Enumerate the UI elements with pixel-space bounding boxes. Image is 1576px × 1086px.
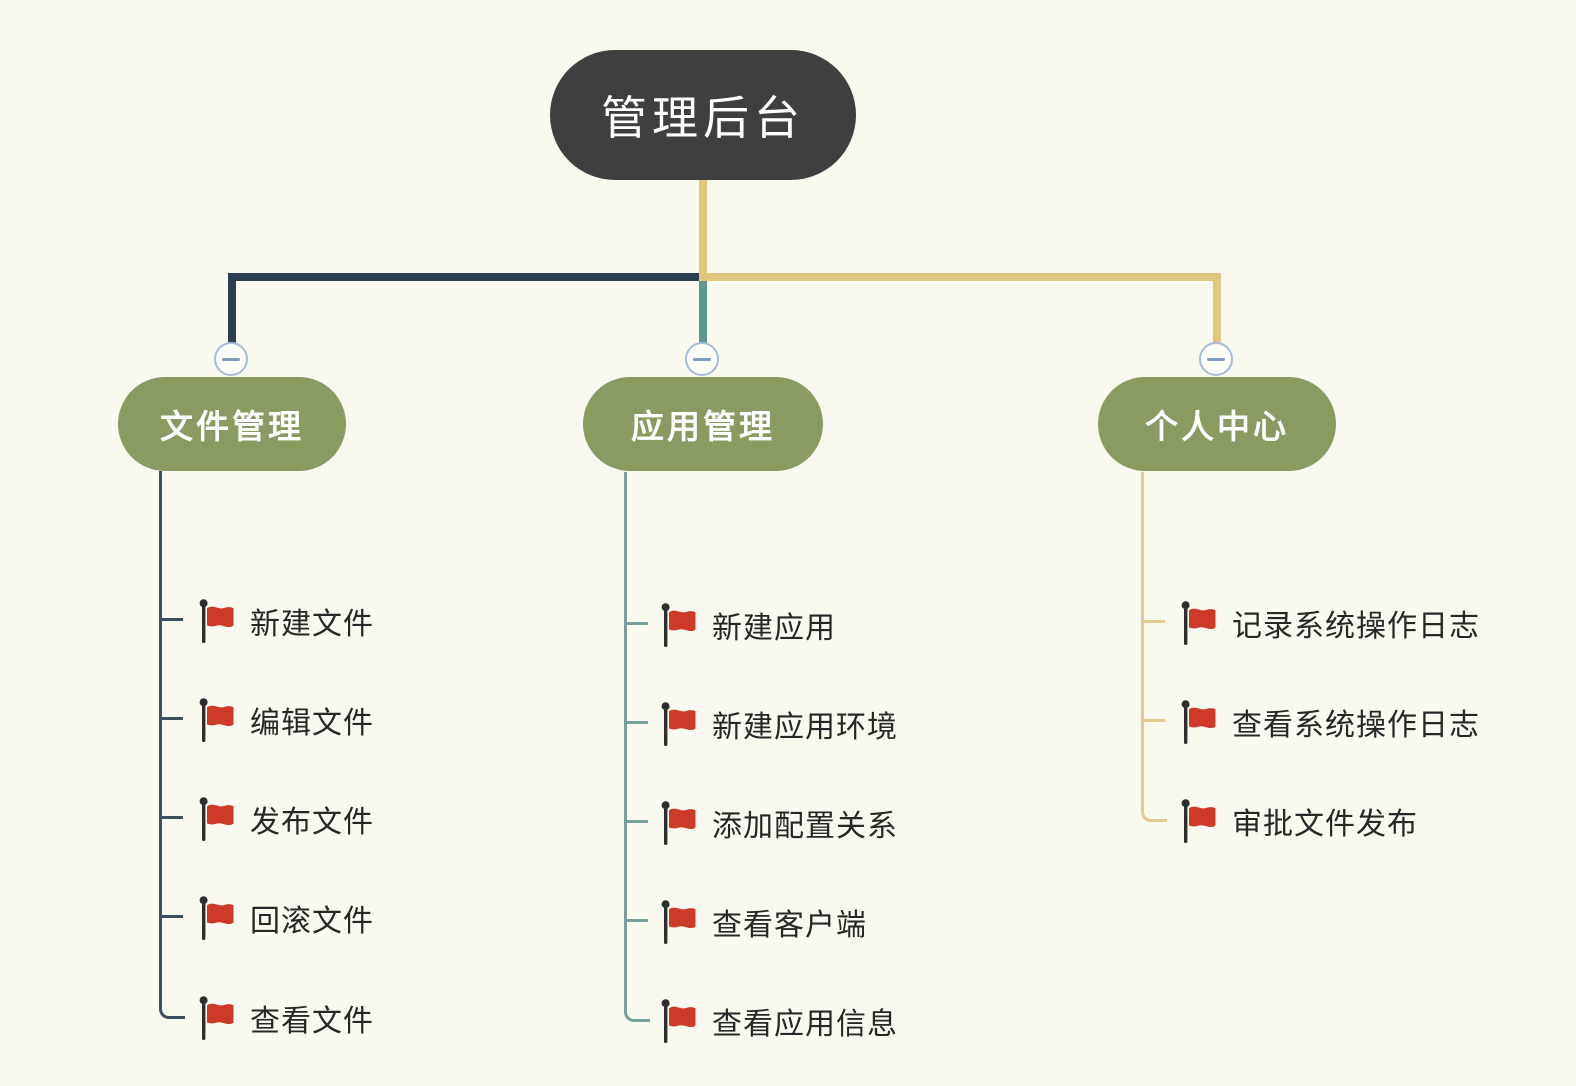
branch-node-app-management[interactable]: 应用管理: [583, 377, 823, 471]
branch-node-label: 文件管理: [160, 408, 304, 445]
subtree-line-app-management: [624, 472, 650, 1022]
flag-icon: [658, 701, 698, 748]
leaf-node[interactable]: 发布文件: [196, 794, 374, 844]
leaf-label: 回滚文件: [250, 905, 374, 938]
branch-node-label: 个人中心: [1145, 408, 1289, 445]
subtree-tick: [624, 820, 648, 823]
leaf-node[interactable]: 查看文件: [196, 993, 374, 1043]
flag-icon: [196, 796, 236, 843]
subtree-tick: [159, 816, 183, 819]
flag-icon: [196, 895, 236, 942]
leaf-label: 查看客户端: [712, 909, 867, 942]
leaf-label: 添加配置关系: [712, 810, 898, 843]
flag-icon: [196, 995, 236, 1042]
branch-node-personal-center[interactable]: 个人中心: [1098, 377, 1336, 471]
leaf-node[interactable]: 审批文件发布: [1178, 796, 1418, 846]
collapse-toggle-personal-center[interactable]: [1199, 342, 1233, 376]
connector-drop-personal-center: [1213, 273, 1221, 344]
leaf-node[interactable]: 记录系统操作日志: [1178, 598, 1480, 648]
subtree-tick: [159, 915, 183, 918]
minus-icon: [693, 357, 711, 361]
subtree-tick: [624, 721, 648, 724]
leaf-node[interactable]: 查看客户端: [658, 897, 867, 947]
leaf-node[interactable]: 编辑文件: [196, 695, 374, 745]
leaf-label: 查看系统操作日志: [1232, 709, 1480, 742]
subtree-line-file-management: [159, 471, 185, 1019]
leaf-node[interactable]: 新建应用: [658, 600, 836, 650]
connector-horizontal-left: [228, 273, 703, 281]
connector-horizontal-right: [699, 273, 1221, 281]
leaf-node[interactable]: 新建文件: [196, 596, 374, 646]
connector-root-stem: [699, 178, 707, 281]
subtree-tick: [624, 622, 648, 625]
flag-icon: [1178, 600, 1218, 647]
leaf-label: 新建文件: [250, 608, 374, 641]
leaf-node[interactable]: 添加配置关系: [658, 798, 898, 848]
subtree-tick: [624, 919, 648, 922]
leaf-label: 审批文件发布: [1232, 808, 1418, 841]
leaf-node[interactable]: 查看系统操作日志: [1178, 697, 1480, 747]
subtree-tick: [159, 618, 183, 621]
leaf-node[interactable]: 新建应用环境: [658, 699, 898, 749]
branch-node-label: 应用管理: [631, 408, 775, 445]
subtree-line-personal-center: [1141, 472, 1167, 822]
flag-icon: [196, 697, 236, 744]
flag-icon: [658, 602, 698, 649]
flag-icon: [658, 800, 698, 847]
leaf-node[interactable]: 查看应用信息: [658, 996, 898, 1046]
flag-icon: [196, 598, 236, 645]
subtree-tick: [1141, 719, 1165, 722]
leaf-label: 发布文件: [250, 806, 374, 839]
flag-icon: [658, 899, 698, 946]
leaf-label: 编辑文件: [250, 707, 374, 740]
leaf-label: 查看应用信息: [712, 1008, 898, 1041]
minus-icon: [1207, 357, 1225, 361]
connector-drop-app-management: [699, 281, 707, 344]
minus-icon: [222, 357, 240, 361]
collapse-toggle-app-management[interactable]: [685, 342, 719, 376]
flag-icon: [658, 998, 698, 1045]
flag-icon: [1178, 798, 1218, 845]
connector-drop-file-management: [228, 273, 236, 344]
flag-icon: [1178, 699, 1218, 746]
collapse-toggle-file-management[interactable]: [214, 342, 248, 376]
root-node-label: 管理后台: [601, 92, 805, 144]
leaf-label: 新建应用环境: [712, 711, 898, 744]
leaf-label: 新建应用: [712, 612, 836, 645]
leaf-node[interactable]: 回滚文件: [196, 893, 374, 943]
leaf-label: 查看文件: [250, 1005, 374, 1038]
subtree-tick: [1141, 620, 1165, 623]
root-node[interactable]: 管理后台: [550, 50, 856, 180]
subtree-tick: [159, 717, 183, 720]
leaf-label: 记录系统操作日志: [1232, 610, 1480, 643]
branch-node-file-management[interactable]: 文件管理: [118, 377, 346, 471]
